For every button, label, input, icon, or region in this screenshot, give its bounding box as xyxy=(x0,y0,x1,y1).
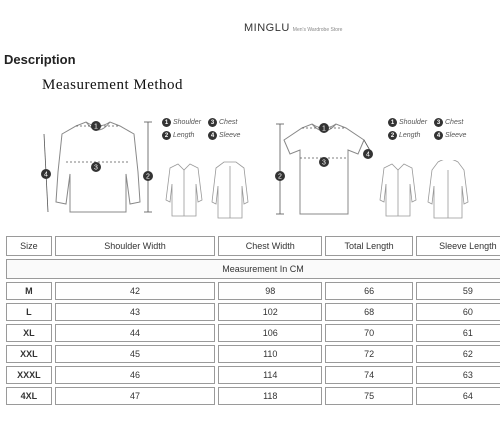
value-cell: 72 xyxy=(325,345,413,363)
value-cell: 43 xyxy=(54,303,216,321)
value-cell: 62 xyxy=(415,345,500,363)
store-subtitle: Men's Wardrobe Store xyxy=(292,27,343,33)
value-cell: 46 xyxy=(54,366,216,384)
long-sleeve-diagram: 1 3 2 4 xyxy=(41,121,153,213)
value-cell: 118 xyxy=(218,387,323,405)
svg-text:3: 3 xyxy=(94,165,98,172)
value-cell: 68 xyxy=(325,303,413,321)
value-cell: 44 xyxy=(54,324,216,342)
svg-text:2: 2 xyxy=(146,174,150,181)
value-cell: 106 xyxy=(218,324,323,342)
hoodie-icon xyxy=(427,160,469,219)
svg-text:2: 2 xyxy=(278,174,282,181)
size-table-container: Size Shoulder Width Chest Width Total Le… xyxy=(3,233,500,434)
value-cell: 64 xyxy=(415,387,500,405)
description-title: Description xyxy=(4,52,76,67)
size-cell: 4XL xyxy=(6,387,52,405)
header-total-length: Total Length xyxy=(325,236,413,256)
value-cell: 42 xyxy=(54,282,216,300)
svg-text:1: 1 xyxy=(322,126,326,133)
value-cell: 45 xyxy=(54,345,216,363)
badge-4: 4 xyxy=(208,131,217,140)
value-cell: 102 xyxy=(218,303,323,321)
blazer-icon xyxy=(165,163,203,217)
value-cell: 61 xyxy=(415,324,500,342)
value-cell: 60 xyxy=(415,303,500,321)
value-cell: 47 xyxy=(54,387,216,405)
svg-text:4: 4 xyxy=(44,172,48,179)
jacket-illustrations-right xyxy=(379,160,469,219)
number-markers: 1 3 2 4 xyxy=(41,121,153,181)
header-size: Size xyxy=(6,236,52,256)
size-cell: L xyxy=(6,303,52,321)
badge-3: 3 xyxy=(208,118,217,127)
size-cell: XXXL xyxy=(6,366,52,384)
tshirt-number-markers: 1 3 2 4 xyxy=(275,123,373,181)
value-cell: 70 xyxy=(325,324,413,342)
unit-banner-row: Measurement In CM xyxy=(6,259,500,279)
svg-text:1: 1 xyxy=(94,124,98,131)
tshirt-diagram: 1 3 2 4 xyxy=(275,123,373,215)
jacket-icon xyxy=(211,161,249,219)
size-cell: XL xyxy=(6,324,52,342)
size-cell: M xyxy=(6,282,52,300)
size-cell: XXL xyxy=(6,345,52,363)
badge-1: 1 xyxy=(162,118,171,127)
header-chest-width: Chest Width xyxy=(218,236,323,256)
value-cell: 74 xyxy=(325,366,413,384)
measurement-method-title: Measurement Method xyxy=(42,77,184,93)
svg-text:4: 4 xyxy=(366,152,370,159)
value-cell: 110 xyxy=(218,345,323,363)
value-cell: 66 xyxy=(325,282,413,300)
table-header-row: Size Shoulder Width Chest Width Total Le… xyxy=(6,236,500,256)
value-cell: 59 xyxy=(415,282,500,300)
badge-2: 2 xyxy=(162,131,171,140)
value-cell: 114 xyxy=(218,366,323,384)
value-cell: 63 xyxy=(415,366,500,384)
size-table: Size Shoulder Width Chest Width Total Le… xyxy=(3,233,500,408)
value-cell: 98 xyxy=(218,282,323,300)
header-sleeve-length: Sleeve Length xyxy=(415,236,500,256)
tshirt-outline xyxy=(283,123,365,215)
svg-text:3: 3 xyxy=(322,160,326,167)
value-cell: 75 xyxy=(325,387,413,405)
shirt-jacket-icon xyxy=(379,163,417,217)
header-shoulder-width: Shoulder Width xyxy=(54,236,216,256)
unit-banner: Measurement In CM xyxy=(6,259,500,279)
jacket-illustrations-left xyxy=(165,161,249,219)
